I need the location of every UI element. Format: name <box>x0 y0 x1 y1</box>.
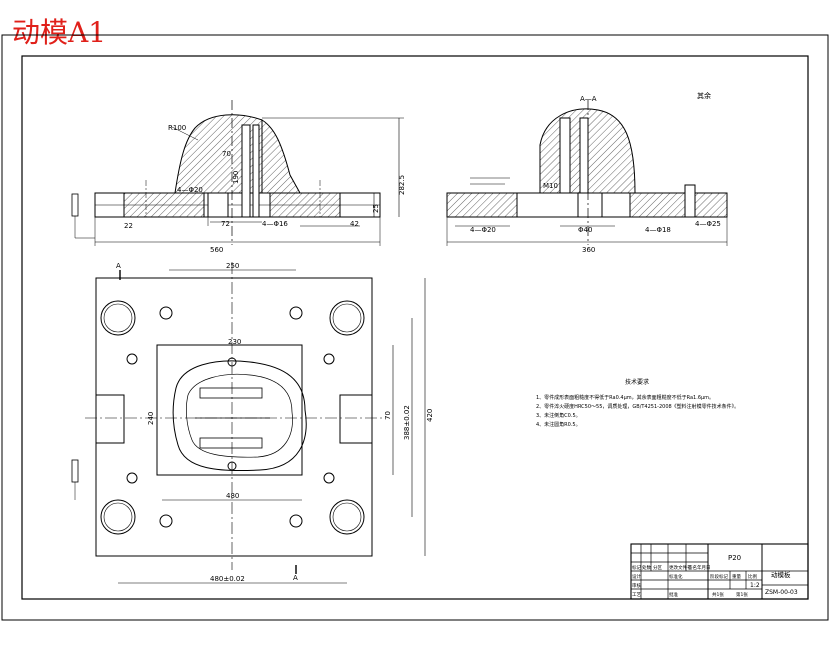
dim-480tol: 480±0.02 <box>210 575 245 583</box>
tb-label-sheji: 设计 <box>632 573 641 580</box>
tb-label-bili: 比例 <box>748 573 757 580</box>
tb-label-gongyi: 工艺 <box>632 592 641 598</box>
drawing-title: 动模A1 <box>12 16 107 49</box>
dim-388tol: 388±0.02 <box>403 405 411 440</box>
tb-part-code: P20 <box>728 554 741 562</box>
dim-72: 72 <box>221 220 230 228</box>
plan-view <box>71 262 426 584</box>
roughness-note: 其余 <box>697 91 711 100</box>
dim-190: 190 <box>232 171 240 184</box>
dim-r100: R100 <box>168 124 186 132</box>
inner-frame <box>21 55 809 600</box>
dim-230: 230 <box>228 338 241 346</box>
dim-4phi20-section: 4—Φ20 <box>470 226 496 234</box>
tb-scale: 1:2 <box>750 582 760 589</box>
tb-label-chushu: 处数 <box>642 564 651 571</box>
tb-label-di: 第1张 <box>736 591 748 598</box>
dim-560: 560 <box>210 246 223 254</box>
tb-label-biaoji: 标记 <box>632 564 641 571</box>
dim-282: 282.5 <box>398 175 406 195</box>
front-section-view <box>71 100 404 246</box>
dim-4phi25: 4—Φ25 <box>695 220 721 228</box>
tb-drawing-no: ZSM-00-03 <box>765 589 798 596</box>
tech-req-title: 技术要求 <box>625 378 649 386</box>
tb-label-nianyueri: 年月日 <box>697 564 711 571</box>
tb-label-gong: 共1张 <box>712 591 724 598</box>
dim-42: 42 <box>350 220 359 228</box>
tb-label-fenqu: 分区 <box>653 564 662 571</box>
section-a-a-view <box>446 100 728 246</box>
outer-border <box>1 34 829 621</box>
dim-480: 480 <box>226 492 239 500</box>
tb-part-name: 动模板 <box>771 570 791 579</box>
dim-4phi16: 4—Φ16 <box>262 220 288 228</box>
section-label: A—A <box>580 95 597 103</box>
tech-req-item-3: 3、未注倒角C0.5。 <box>536 412 581 419</box>
dim-m10: M10 <box>543 182 558 190</box>
dim-70-plan: 70 <box>384 411 392 420</box>
dim-250: 250 <box>226 262 239 270</box>
dim-4phi18: 4—Φ18 <box>645 226 671 234</box>
section-marker-bottom: A <box>293 574 298 582</box>
dim-360: 360 <box>582 246 595 254</box>
tb-label-zhongliang: 重量 <box>732 573 741 580</box>
dim-420: 420 <box>426 409 434 422</box>
tb-label-shenhe: 审核 <box>632 582 641 589</box>
dim-70: 70 <box>222 150 231 158</box>
tech-req-item-2: 2、零件淬火硬度HRC50～55，调质处理，GB/T4251-2008《塑料注射… <box>536 403 739 410</box>
tb-label-pizhun: 批准 <box>669 591 678 598</box>
section-marker-top: A <box>116 262 121 270</box>
tb-label-jieduan: 阶段标记 <box>710 573 728 580</box>
tb-label-qianming: 签名 <box>688 564 697 571</box>
dim-240: 240 <box>147 412 155 425</box>
tb-label-biaozhunhua: 标准化 <box>669 573 683 580</box>
dim-4phi20-front: 4—Φ20 <box>177 186 203 194</box>
tech-req-item-4: 4、未注圆角R0.5。 <box>536 421 581 428</box>
tech-req-item-1: 1、零件成形表面粗糙度不得低于Ra0.4μm，其余表面粗糙度不低于Ra1.6μm… <box>536 394 714 401</box>
dim-22: 22 <box>124 222 133 230</box>
dim-25: 25 <box>372 204 380 213</box>
dim-phi40: Φ40 <box>578 226 592 234</box>
tb-label-genggai: 更改文件号 <box>669 564 692 571</box>
title-block <box>630 543 809 600</box>
